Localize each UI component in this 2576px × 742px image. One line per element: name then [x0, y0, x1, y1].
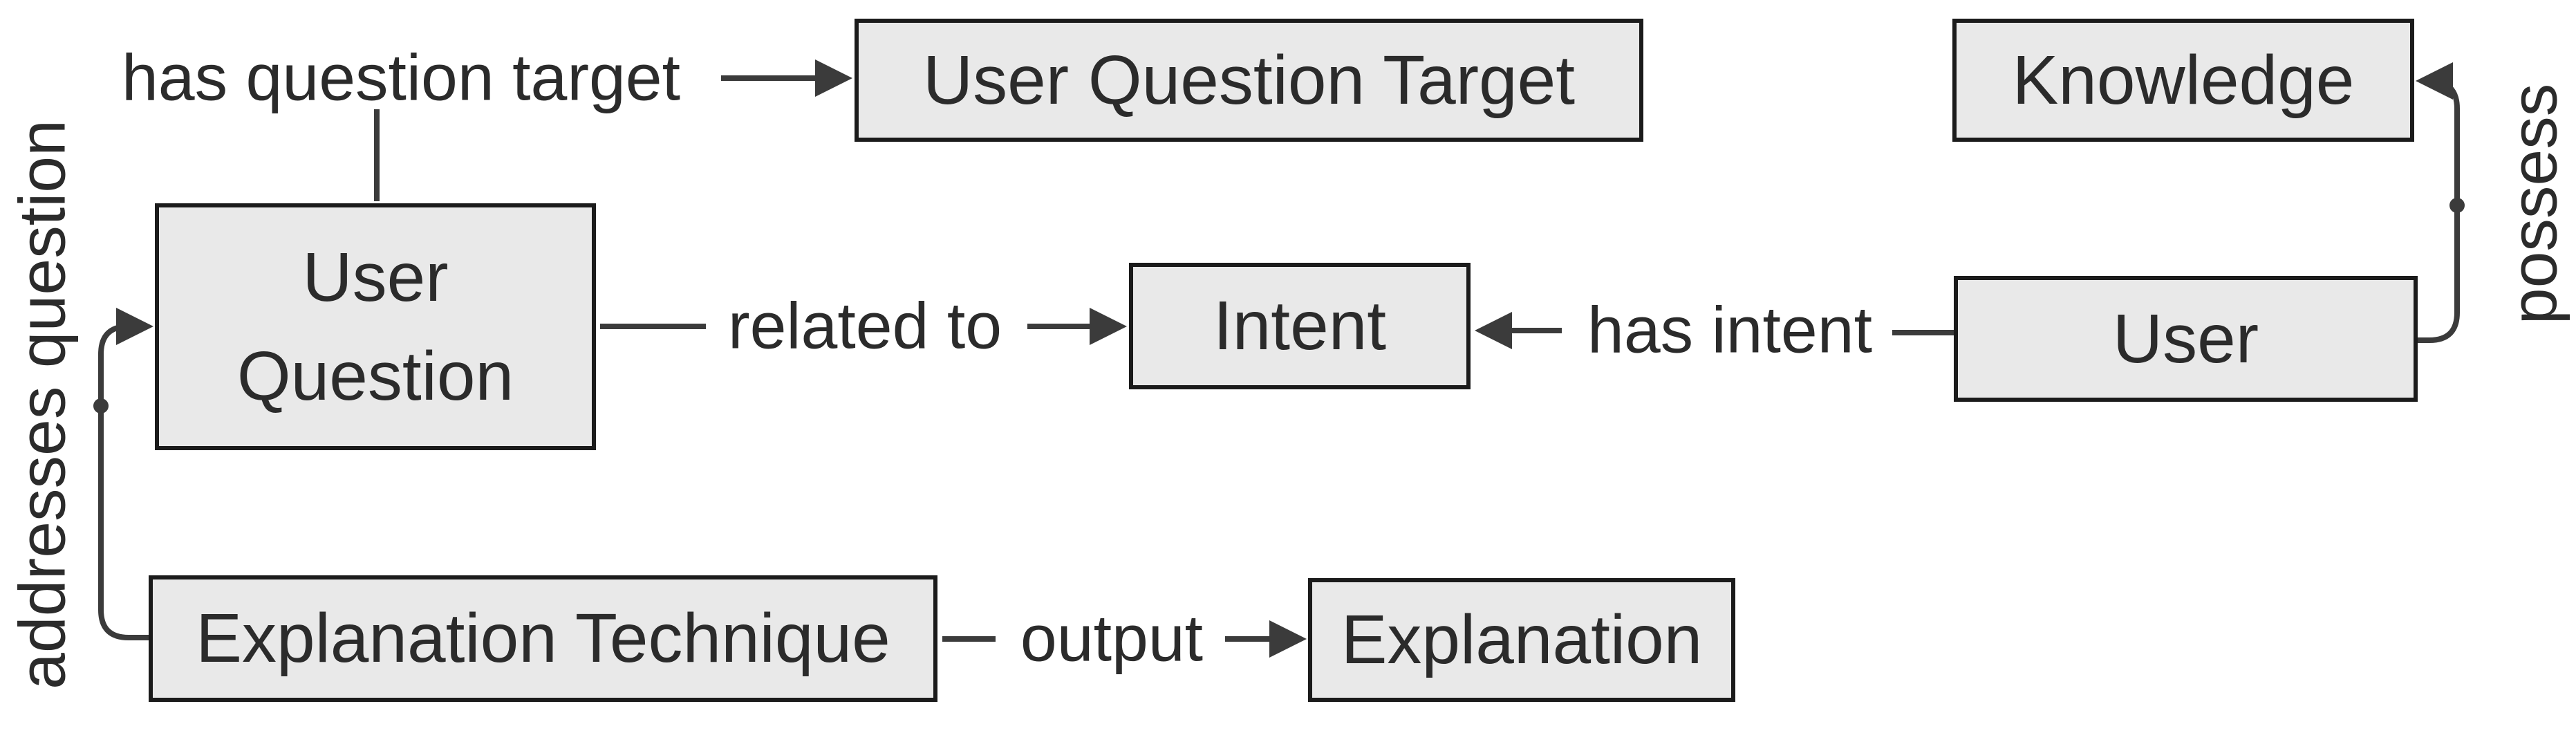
edge-addresses-question-path [98, 324, 149, 640]
arrowhead-into-intent-from-user-icon [1475, 312, 1512, 349]
node-user-question-label: User Question [236, 238, 514, 415]
possess-waypoint-dot-icon [2449, 198, 2465, 213]
node-knowledge: Knowledge [1952, 19, 2414, 142]
arrowhead-into-intent-icon [1090, 308, 1127, 345]
node-user-question-target-label: User Question Target [922, 41, 1576, 119]
node-user-question: User Question [155, 203, 596, 450]
node-explanation: Explanation [1308, 578, 1735, 702]
addresses-question-waypoint-dot-icon [93, 398, 109, 414]
arrowhead-into-explanation-icon [1269, 620, 1307, 658]
edge-possess-path [2418, 78, 2460, 343]
node-user-label: User [2112, 299, 2259, 378]
edge-label-related-to: related to [727, 289, 1002, 363]
arrowhead-into-user-question-icon [116, 308, 153, 345]
edge-label-possess: possess [2497, 83, 2571, 325]
edge-label-has-question-target: has question target [121, 41, 681, 115]
node-intent-label: Intent [1213, 287, 1387, 364]
node-explanation-label: Explanation [1341, 601, 1703, 678]
node-intent: Intent [1129, 263, 1471, 389]
node-explanation-technique-label: Explanation Technique [196, 600, 890, 677]
arrowhead-into-knowledge-icon [2416, 62, 2453, 100]
edge-label-has-intent: has intent [1587, 293, 1872, 367]
edge-label-addresses-question: addresses question [6, 120, 80, 689]
node-knowledge-label: Knowledge [2012, 41, 2355, 119]
node-user-question-target: User Question Target [855, 19, 1643, 142]
node-user: User [1954, 276, 2418, 402]
edge-label-output: output [1020, 602, 1204, 676]
node-explanation-technique: Explanation Technique [149, 575, 937, 702]
arrowhead-into-user-question-target-icon [815, 59, 852, 97]
